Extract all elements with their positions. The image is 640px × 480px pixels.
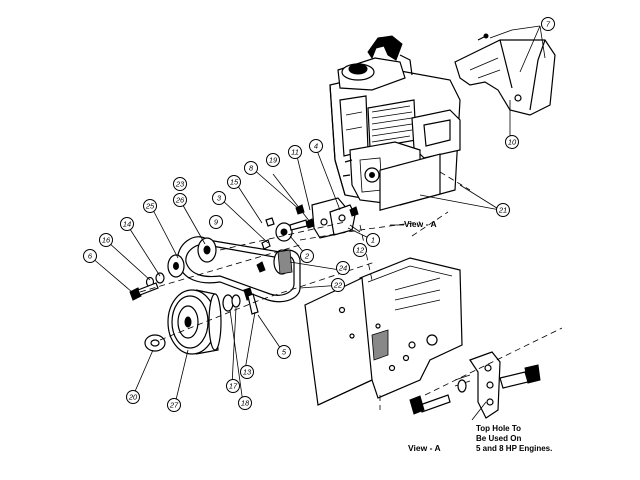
callout-2: 2 (300, 249, 314, 263)
callout-9: 9 (209, 215, 223, 229)
view-a-label-bottom: View - A (408, 443, 441, 453)
callout-5: 5 (277, 345, 291, 359)
callout-22: 22 (331, 278, 345, 292)
engine (329, 35, 461, 206)
callout-27-text: 27 (169, 401, 179, 410)
callout-15: 15 (227, 175, 241, 189)
callout-23-visible: 23 (173, 177, 187, 191)
callout-17: 17 (226, 379, 240, 393)
engine-bracket (409, 351, 541, 419)
callout-8: 8 (244, 161, 258, 175)
mounting-plate (304, 153, 463, 406)
callout-4: 4 (309, 139, 323, 153)
callout-23-text: 23 (175, 180, 185, 189)
callout-6: 6 (83, 249, 97, 263)
callout-5-text: 5 (282, 348, 287, 357)
callout-13: 13 (240, 365, 254, 379)
callout-3: 3 (212, 191, 226, 205)
callout-26: 26 (173, 193, 187, 207)
callout-25: 25 (143, 199, 157, 213)
view-a-label-top: View - A (404, 219, 437, 229)
callout-21-text: 21 (498, 206, 507, 215)
callout-22-text: 22 (333, 281, 343, 290)
callout-18-text: 18 (241, 399, 250, 408)
callout-4-text: 4 (314, 142, 318, 151)
note-line-3: 5 and 8 HP Engines. (476, 444, 553, 453)
callout-7: 7 (541, 17, 555, 31)
callout-9-text: 9 (214, 218, 219, 227)
callout-16-text: 16 (102, 236, 111, 245)
leader-lines (90, 25, 546, 405)
callout-18: 18 (238, 396, 252, 410)
callout-1: 1 (366, 233, 380, 247)
callout-25-text: 25 (145, 202, 155, 211)
callout-12: 12 (353, 243, 367, 257)
callout-16: 16 (99, 233, 113, 247)
callout-14: 14 (120, 217, 134, 231)
callout-10: 10 (505, 135, 519, 149)
note-line-2: Be Used On (476, 434, 522, 443)
note-pointer (471, 401, 487, 421)
callout-6-text: 6 (88, 252, 93, 261)
callout-2-text: 2 (304, 252, 310, 261)
callout-3-text: 3 (217, 194, 222, 203)
belt-cover (454, 33, 556, 116)
callout-19-text: 19 (269, 156, 278, 165)
callout-20-text: 20 (128, 393, 138, 402)
callout-21: 21 (496, 203, 510, 217)
callout-15-text: 15 (230, 178, 239, 187)
callout-8-text: 8 (249, 164, 254, 173)
callout-12-text: 12 (356, 246, 365, 255)
callout-14-text: 14 (123, 220, 131, 229)
callout-24: 24 (336, 261, 350, 275)
callout-1-text: 1 (371, 236, 375, 245)
callout-13-text: 13 (243, 368, 252, 377)
callout-17-text: 17 (229, 382, 238, 391)
callout-10-text: 10 (508, 138, 517, 147)
auger-pulley (167, 289, 222, 355)
callout-11-text: 11 (291, 148, 299, 157)
callout-7-text: 7 (546, 20, 551, 29)
callout-27: 27 (167, 398, 181, 412)
callout-20: 20 (126, 390, 140, 404)
engine-note: Top Hole To Be Used On 5 and 8 HP Engine… (476, 424, 552, 454)
note-line-1: Top Hole To (476, 424, 522, 433)
callout-11: 11 (288, 145, 302, 159)
callout-26-text: 26 (175, 196, 185, 205)
callout-19: 19 (266, 153, 280, 167)
callout-24-text: 24 (338, 264, 347, 273)
